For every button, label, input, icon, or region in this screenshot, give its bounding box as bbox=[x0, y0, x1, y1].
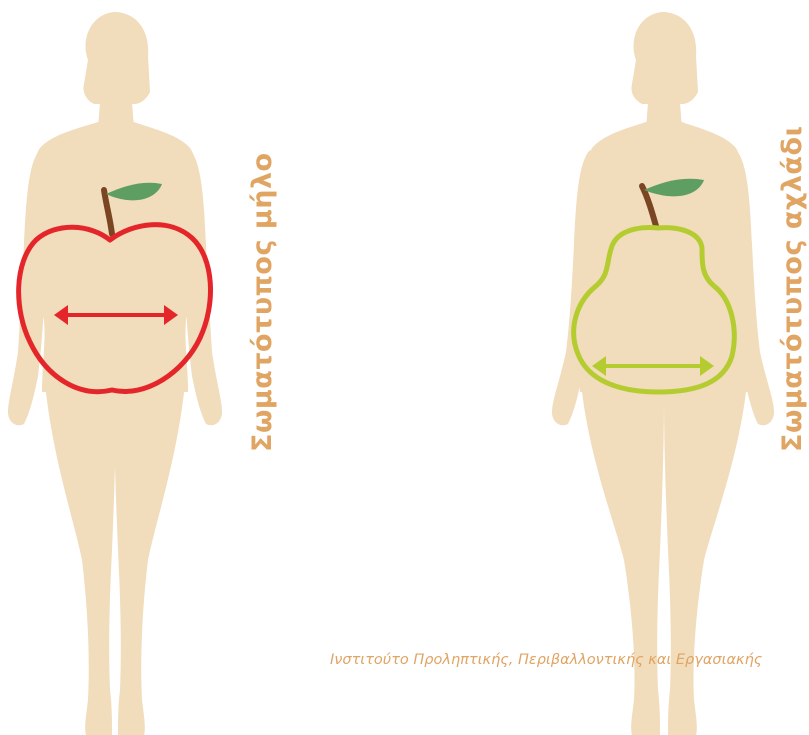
pear-body-figure bbox=[548, 0, 808, 735]
body-silhouette-apple bbox=[0, 0, 260, 735]
pear-body-type-label: Σωματότυπος αχλάδι bbox=[777, 125, 808, 452]
institute-credit: Ινστιτούτο Προληπτικής, Περιβαλλοντικής … bbox=[330, 652, 762, 668]
apple-body-figure bbox=[0, 0, 260, 735]
body-silhouette bbox=[552, 12, 774, 735]
body-silhouette-pear bbox=[548, 0, 808, 735]
apple-body-type-label: Σωματότυπος μήλο bbox=[247, 152, 278, 452]
body-silhouette bbox=[8, 12, 222, 735]
